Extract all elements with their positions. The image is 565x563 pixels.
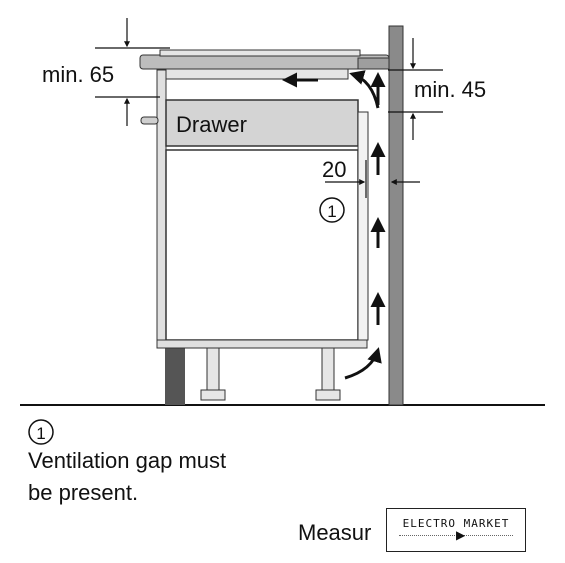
wall [388,25,404,406]
dim-min-65 [95,18,170,126]
cabinet-side-left [156,69,167,349]
note-line-2: be present. [28,480,139,505]
hob-glass [159,49,361,57]
cabinet-back [357,111,369,341]
marker-circle-number: 1 [327,202,336,221]
hob-body [165,68,349,80]
dim-min-45 [388,38,443,140]
drawer-panel [165,99,359,147]
label-min-45: min. 45 [414,77,486,102]
watermark-underline [399,535,513,538]
drawer-knob [140,116,159,125]
label-drawer: Drawer [176,112,247,137]
rear-spacer [357,57,390,70]
note-line-1: Ventilation gap must [28,448,227,473]
airflow-arrows [282,70,386,380]
label-gap-20: 20 [322,157,346,182]
cabinet-feet [200,347,341,401]
measure-text: Measur [298,520,372,545]
note-marker-circle [28,419,54,445]
watermark-logo: ELECTRO MARKET [386,508,526,552]
marker-circle [319,197,345,223]
worktop [139,54,390,70]
dim-gap-20 [325,160,420,198]
plinth [165,348,185,405]
watermark-brand-name: ELECTRO MARKET [402,517,510,530]
cursor-icon: ▶ [456,528,466,542]
cabinet-bottom [156,339,368,349]
label-min-65: min. 65 [42,62,114,87]
note-marker-number: 1 [36,424,45,443]
